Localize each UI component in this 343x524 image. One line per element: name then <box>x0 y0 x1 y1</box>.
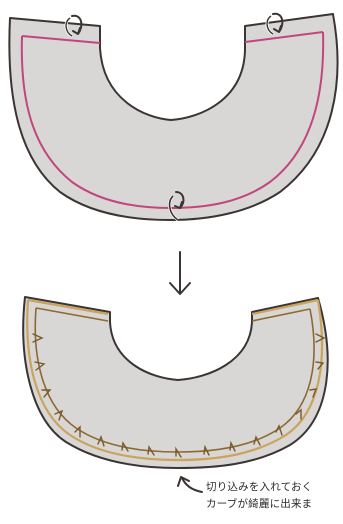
caption-line-2: カーブが綺麗に出来ま <box>206 497 312 512</box>
bottom-collar-fabric <box>23 297 327 468</box>
down-arrow-icon <box>170 252 190 294</box>
top-collar-fabric <box>9 14 337 220</box>
caption-line-1: 切り込みを入れておく <box>206 480 312 495</box>
top-collar-illustration <box>9 14 337 220</box>
curved-pointer-arrow-icon <box>178 477 202 492</box>
bottom-collar-illustration <box>23 297 327 468</box>
